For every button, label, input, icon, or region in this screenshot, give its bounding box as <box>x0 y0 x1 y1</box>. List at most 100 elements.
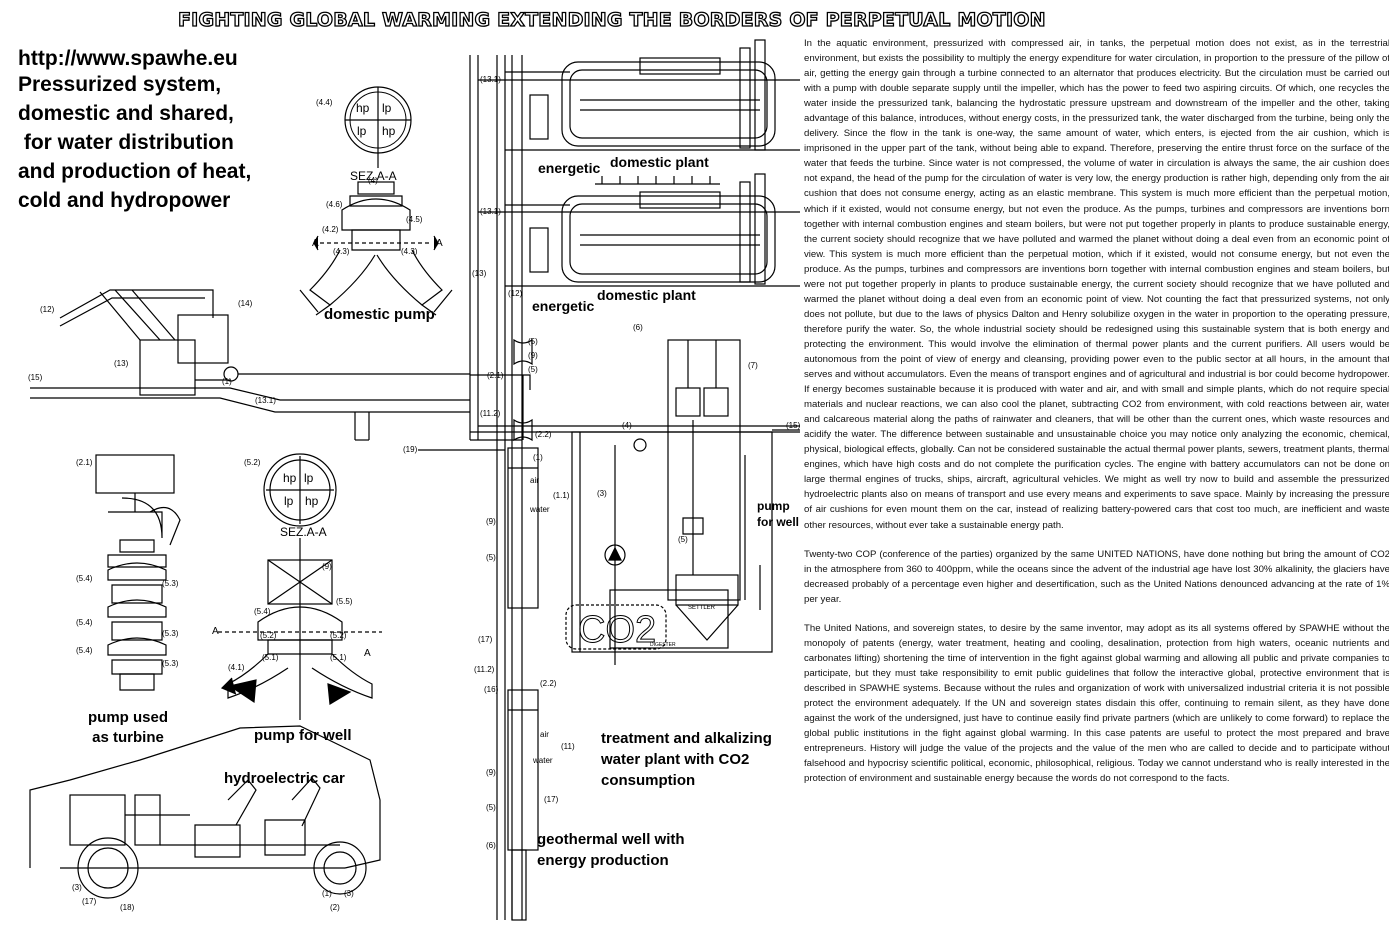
callout: (1) <box>222 377 232 386</box>
pump-for-well-right-line: for well <box>757 515 800 529</box>
domestic-plant-top <box>478 39 800 185</box>
treatment-plant-label: treatment and alkalizing water plant wit… <box>601 728 772 791</box>
lp-label: lp <box>284 494 294 508</box>
callout: (11.2) <box>480 409 501 418</box>
lp-label: lp <box>357 124 367 138</box>
callout: (2.1) <box>487 371 504 380</box>
callout: (5) <box>678 535 688 544</box>
callout: (5.1) <box>262 653 279 662</box>
callout: (2.2) <box>540 679 557 688</box>
treatment-line: water plant with CO2 <box>601 751 750 768</box>
geothermal-line: geothermal well with <box>537 831 685 848</box>
callout: (2.1) <box>76 458 93 467</box>
treatment-plant-drawing: CO2 <box>565 339 800 665</box>
callout: (15) <box>786 421 800 430</box>
energetic-label-bottom: energetic <box>532 298 595 314</box>
callout: (5.2) <box>244 458 261 467</box>
callout: (11) <box>561 742 575 751</box>
callout: (5.3) <box>162 579 179 588</box>
callout: (16) <box>484 685 499 694</box>
pump-as-turbine-line: pump used <box>88 709 169 726</box>
domestic-pump-label: domestic pump <box>324 306 435 323</box>
lp-label: lp <box>304 471 314 485</box>
air-label: air <box>530 476 539 485</box>
geothermal-well-label: geothermal well with energy production <box>537 829 685 871</box>
domestic-plant-bottom <box>478 173 800 287</box>
callout: (3) <box>72 883 82 892</box>
callout: (15) <box>28 373 43 382</box>
callout: (5.4) <box>76 646 93 655</box>
pump-for-well-right-label: pump for well <box>757 498 799 530</box>
engineering-diagram: hp lp lp hp SEZ.A-A <box>28 39 800 921</box>
energetic-label-top: energetic <box>538 160 601 176</box>
domestic-plant-label-top: domestic plant <box>610 154 709 170</box>
section-label: SEZ.A-A <box>280 525 327 539</box>
callout: (5) <box>528 365 538 374</box>
callout: (13.1) <box>255 396 276 405</box>
website-url[interactable]: http://www.spawhe.eu <box>18 47 238 70</box>
pump-as-turbine-drawing <box>95 454 181 691</box>
geothermal-line: energy production <box>537 852 669 869</box>
callout: (4.2) <box>322 225 339 234</box>
callout: (5.2) <box>260 631 277 640</box>
callout: (2.2) <box>535 430 552 439</box>
callout: (5.4) <box>254 607 271 616</box>
section-marker: A <box>364 648 371 659</box>
callout: (4) <box>368 176 378 185</box>
hydroelectric-car-drawing <box>29 725 381 899</box>
treatment-line: consumption <box>601 772 696 789</box>
callout: (5) <box>528 337 538 346</box>
callout: (9) <box>486 517 496 526</box>
callout: (7) <box>748 361 758 370</box>
callout: (2) <box>330 903 340 912</box>
callout: (19) <box>403 445 418 454</box>
callout: (6) <box>486 841 496 850</box>
callout: (9) <box>528 351 538 360</box>
callout: (11.2) <box>474 665 495 674</box>
domestic-plant-label-bottom: domestic plant <box>597 287 696 303</box>
settler-label: SETTLER <box>688 605 716 611</box>
callout: (4.3) <box>333 247 350 256</box>
callout: (1.1) <box>553 491 570 500</box>
callout: (4.5) <box>406 215 423 224</box>
callout: (4) <box>622 421 632 430</box>
callout: (5.4) <box>76 618 93 627</box>
treatment-line: treatment and alkalizing <box>601 730 772 747</box>
header-line-5: cold and hydropower <box>18 189 231 212</box>
callout: (13) <box>114 359 129 368</box>
callout: (5.4) <box>76 574 93 583</box>
callout: (13.1) <box>480 75 501 84</box>
callout: (4.4) <box>316 98 333 107</box>
digester-label: DIGESTER <box>650 642 676 648</box>
callout: (5.3) <box>162 659 179 668</box>
callout-labels: (4.4) (4) (4.6) (4.5) (4.2) (4.3) (4.3) … <box>28 75 800 912</box>
section-marker: A <box>436 238 443 249</box>
pump-for-well-right-line: pump <box>757 499 790 513</box>
header-block: http://www.spawhe.eu Pressurized system,… <box>18 44 251 215</box>
callout: (14) <box>238 299 253 308</box>
paragraph-2: Twenty-two COP (conference of the partie… <box>804 548 1389 605</box>
callout: (17) <box>478 635 493 644</box>
header-line-4: and production of heat, <box>18 160 252 183</box>
callout: (5.5) <box>336 597 353 606</box>
callout: (4.3) <box>401 247 418 256</box>
callout: (5.2) <box>330 631 347 640</box>
callout: (17) <box>544 795 559 804</box>
vertical-pipe-system <box>418 55 800 921</box>
pump-section-bottom: hp lp lp hp SEZ.A-A <box>263 453 337 539</box>
paragraph-3: The United Nations, and sovereign states… <box>804 622 1389 785</box>
lp-label: lp <box>382 101 392 115</box>
callout: (3) <box>597 489 607 498</box>
heat-plant-drawing <box>30 289 470 441</box>
callout: (5) <box>486 553 496 562</box>
diagram-annotations: air water air water SETTLER DIGESTER A A… <box>212 238 716 765</box>
header-line-2: domestic and shared, <box>18 102 234 125</box>
callout: (13.1) <box>480 207 501 216</box>
section-marker: A <box>212 626 219 637</box>
air-label: air <box>540 730 549 739</box>
page-title: FIGHTING GLOBAL WARMING EXTENDING THE BO… <box>177 8 1046 31</box>
article-text: In the aquatic environment, pressurized … <box>804 36 1389 800</box>
hp-label: hp <box>356 101 370 115</box>
callout: (6) <box>633 323 643 332</box>
domestic-pump-drawing <box>299 181 453 316</box>
